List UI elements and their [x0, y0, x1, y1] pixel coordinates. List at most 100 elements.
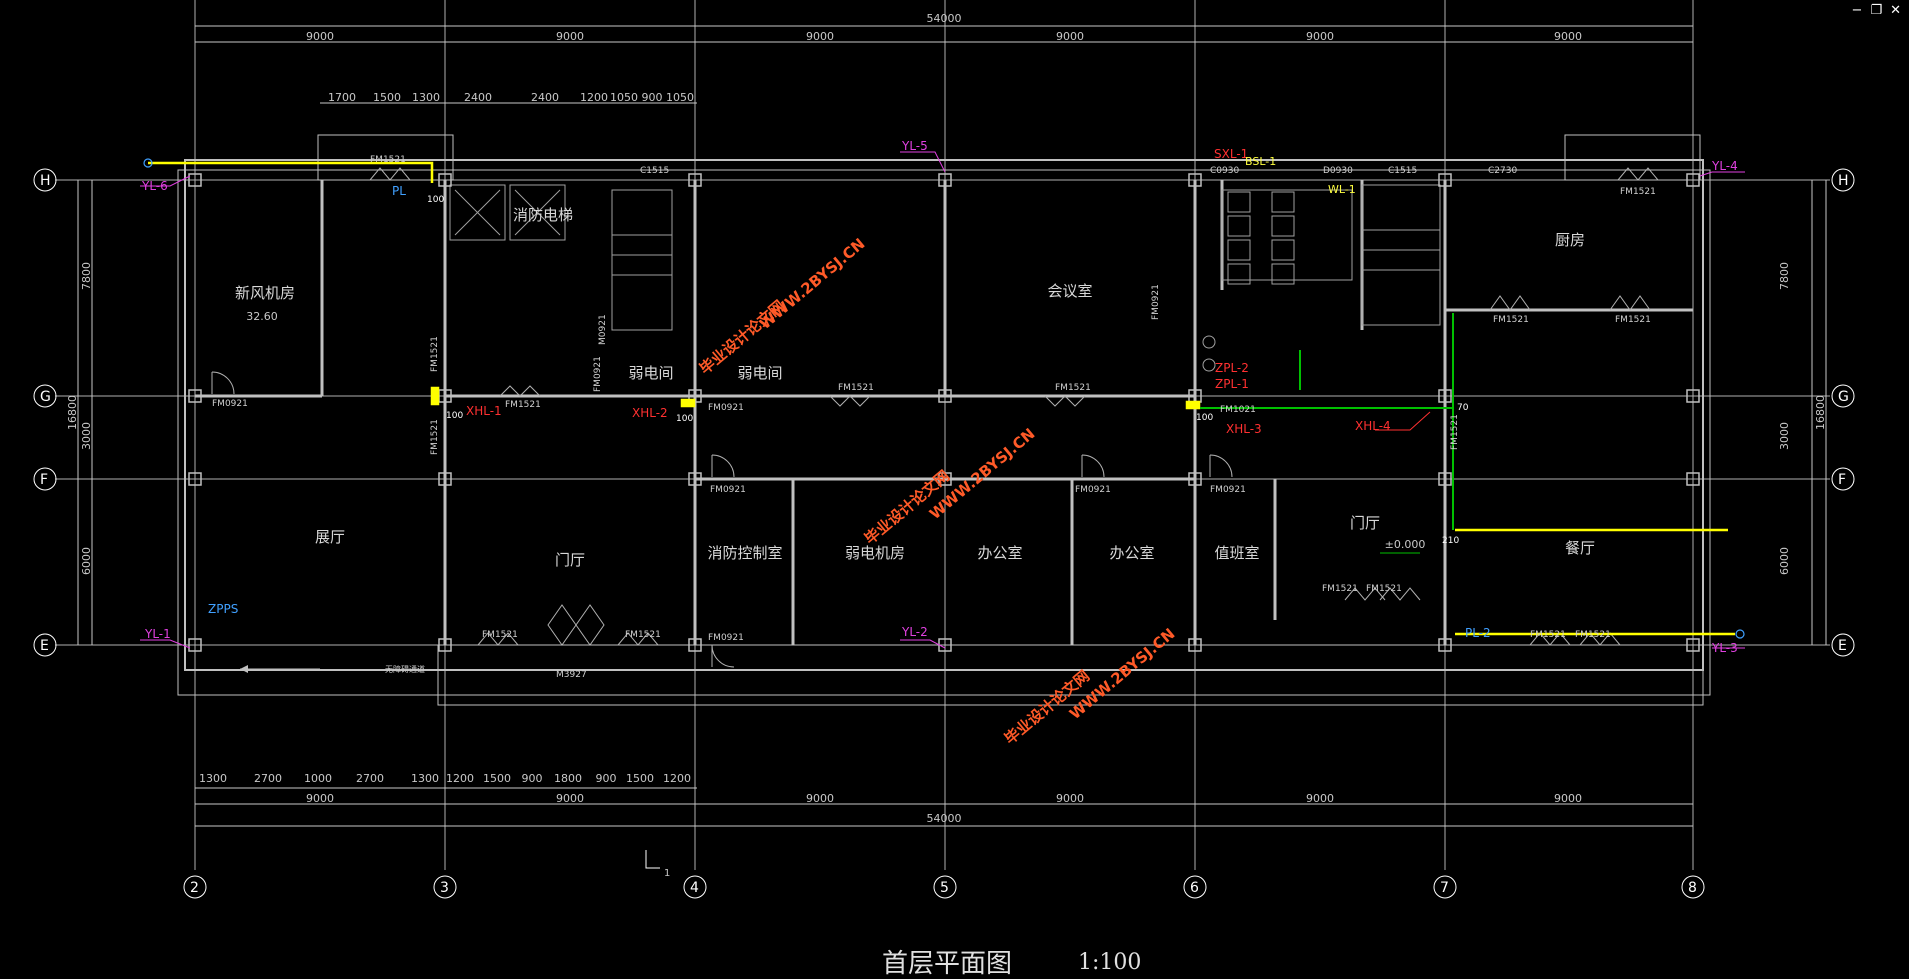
axis-bubbles	[33, 168, 1855, 899]
pipe-yl3: YL-3	[1711, 641, 1738, 655]
sub-dim: 1300	[199, 772, 227, 785]
sub-dim: 2400	[464, 91, 492, 104]
door-label: FM1521	[1615, 315, 1651, 325]
axis-F-right: F	[1838, 472, 1846, 488]
bay-dim: 9000	[806, 792, 834, 805]
bay-dim: 9000	[556, 792, 584, 805]
total-width-bottom: 54000	[927, 812, 962, 825]
left-dim: 7800	[80, 262, 93, 290]
door-label: FM0921	[710, 485, 746, 495]
spot-values: 100 100 100 100 210 70	[427, 195, 1469, 546]
pipe-pl2: PL-2	[1465, 626, 1491, 640]
door-label: M3927	[556, 670, 587, 680]
pipe-xhl2: XHL-2	[632, 406, 668, 420]
room-hall-left: 门厅	[555, 551, 585, 569]
spot-value: 210	[1442, 536, 1459, 546]
axis-8: 8	[1688, 880, 1697, 896]
section-mark: 1	[645, 850, 670, 879]
axis-E-left: E	[40, 638, 49, 654]
bottom-dimensions: 1300 2700 1000 2700 1300 1200 1500 900 1…	[199, 772, 1582, 825]
pipe-zpps: ZPPS	[208, 602, 238, 616]
spot-value: 100	[427, 195, 444, 205]
bay-dim: 9000	[1056, 30, 1084, 43]
left-dim: 3000	[80, 422, 93, 450]
close-button[interactable]: ✕	[1890, 3, 1901, 18]
red-leaders	[1375, 411, 1431, 431]
pipe-yl4: YL-4	[1711, 159, 1738, 173]
sub-dim: 1200	[580, 91, 608, 104]
left-dim: 16800	[66, 395, 79, 430]
sub-dim: 1200	[446, 772, 474, 785]
room-weak-machine: 弱电机房	[845, 544, 905, 562]
door-label: FM0921	[708, 403, 744, 413]
axis-E-right: E	[1838, 638, 1847, 654]
axis-3: 3	[440, 880, 449, 896]
room-hall-right: 门厅	[1350, 514, 1380, 532]
leader-lines	[140, 151, 1745, 649]
svg-text:1: 1	[664, 868, 670, 879]
spot-value: 100	[1196, 413, 1213, 423]
right-dim: 16800	[1814, 395, 1827, 430]
bay-dim: 9000	[306, 30, 334, 43]
room-labels: 新风机房 32.60 消防电梯 弱电间 弱电间 会议室 厨房 展厅 门厅 消防控…	[235, 206, 1595, 674]
pipe-wl1: WL-1	[1328, 183, 1356, 196]
sub-dim: 1500	[373, 91, 401, 104]
room-kitchen: 厨房	[1555, 231, 1585, 249]
green-pipes	[1200, 313, 1454, 530]
restore-button[interactable]: ❐	[1870, 3, 1883, 18]
room-fresh-air: 新风机房	[235, 284, 295, 302]
side-dimensions: 7800 16800 3000 6000 7800 16800 3000 600…	[66, 262, 1827, 575]
pipe-zpl2: ZPL-2	[1215, 361, 1249, 375]
pipe-xhl4: XHL-4	[1355, 419, 1391, 433]
pipe-xhl1: XHL-1	[466, 404, 502, 418]
pipe-labels: YL-6 PL YL-5 SXL-1 BSL-1 WL-1 YL-4 XHL-1…	[141, 139, 1738, 655]
door-label: FM1521	[505, 400, 541, 410]
axis-G-right: G	[1838, 389, 1849, 405]
sub-dim: 1300	[411, 772, 439, 785]
stairs-elevators	[449, 184, 1441, 331]
sub-dim: 2700	[356, 772, 384, 785]
pipe-xhl3: XHL-3	[1226, 422, 1262, 436]
bay-dim: 9000	[306, 792, 334, 805]
door-label: FM1521	[370, 155, 406, 165]
pipe-zpl1: ZPL-1	[1215, 377, 1249, 391]
room-exhibition: 展厅	[315, 528, 345, 546]
window-label: C1515	[640, 166, 669, 176]
door-label: FM1521	[1366, 584, 1402, 594]
room-weak-elec-2: 弱电间	[737, 364, 782, 382]
axis-7: 7	[1440, 880, 1449, 896]
sub-dim: 1800	[554, 772, 582, 785]
pipe-bsl1: BSL-1	[1245, 155, 1276, 168]
sub-dim: 1300	[412, 91, 440, 104]
sub-dim: 1050	[666, 91, 694, 104]
door-label: FM1021	[1220, 405, 1256, 415]
axis-4: 4	[690, 880, 699, 896]
room-office-2: 办公室	[1109, 544, 1154, 562]
sub-dim: 1000	[304, 772, 332, 785]
door-label: FM0921	[1151, 284, 1161, 320]
minimize-button[interactable]: −	[1851, 3, 1863, 18]
window-label: D0930	[1323, 166, 1353, 176]
title-text: 首层平面图	[882, 949, 1012, 979]
sub-dim: 1500	[626, 772, 654, 785]
bay-dim: 9000	[1056, 792, 1084, 805]
door-label: FM1521	[1450, 414, 1460, 450]
drawing-title: 首层平面图 1:100	[882, 949, 1141, 979]
bay-dim: 9000	[1306, 30, 1334, 43]
axis-H-left: H	[40, 173, 51, 189]
window-controls: − ❐ ✕	[1852, 4, 1901, 18]
yellow-pipes	[148, 161, 1735, 636]
room-dining: 餐厅	[1565, 539, 1595, 557]
left-dim: 6000	[80, 547, 93, 575]
axis-H-right: H	[1838, 173, 1849, 189]
watermark-url: WWW.2BYSJ.CN	[756, 235, 868, 333]
door-symbols	[211, 167, 1659, 668]
door-label: FM0921	[708, 633, 744, 643]
row-axis-labels: H G F E H G F E	[40, 173, 1849, 654]
door-labels: FM1521 FM1521 FM1521 FM1521 C1515 C1515 …	[212, 155, 1656, 680]
bay-dim: 9000	[556, 30, 584, 43]
bay-dim: 9000	[1554, 30, 1582, 43]
right-dim: 6000	[1778, 547, 1791, 575]
axis-6: 6	[1190, 880, 1199, 896]
